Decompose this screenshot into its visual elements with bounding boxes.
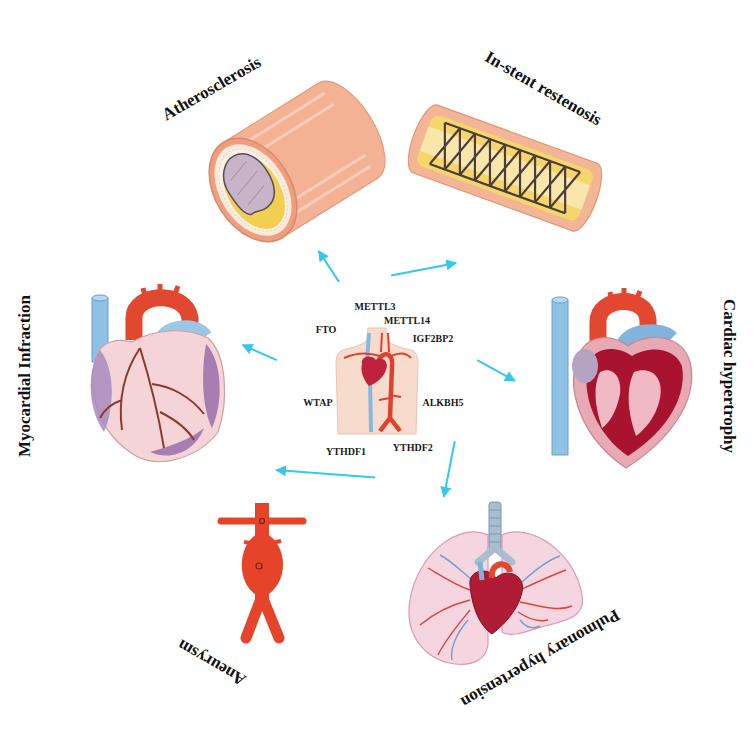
lung-heart-vein — [480, 562, 482, 580]
hub-circle: METTL3METTL14FTO IGF2BP2WTAP ALKBH5YTHDF1 Y… — [275, 274, 479, 478]
sector-wedge — [58, 451, 371, 748]
plaque — [210, 143, 298, 240]
flow-arrow — [391, 263, 456, 276]
gene-label: METTL3 — [354, 301, 395, 312]
disease-sector: Myocardial Infraction — [4, 188, 257, 564]
sector-wedge — [58, 4, 371, 301]
side-branches — [244, 541, 281, 545]
artery-lumen — [214, 145, 284, 220]
artery-intima — [205, 136, 302, 243]
sector-title: In-stent restenosis — [481, 48, 604, 130]
coronary-arteries — [100, 348, 204, 448]
atrium — [572, 349, 598, 383]
sector-outline — [53, 445, 379, 749]
gene-label: ALKBH5 — [422, 397, 463, 408]
flow-arrow — [477, 360, 515, 381]
flow-arrow — [243, 345, 277, 360]
torso — [336, 328, 418, 434]
gene-label: IGF2BP2 — [413, 333, 454, 344]
right-atrium — [91, 350, 112, 432]
sector-outline — [376, 445, 701, 749]
sector-title: Atherosclerosis — [159, 54, 264, 126]
aneurysm-illustration — [221, 503, 303, 638]
hypertrophy-heart — [552, 288, 692, 468]
sector-outline — [53, 3, 378, 307]
heart — [361, 357, 386, 386]
sector-outline — [4, 188, 257, 564]
disease-sector: Aneurysm — [53, 445, 379, 749]
bronchi — [478, 548, 512, 562]
hub-ring — [277, 276, 477, 476]
sector-title: Myocardial Infraction — [16, 295, 35, 457]
disease-sector: Cardiac hypertrophy — [497, 188, 750, 563]
lung-heart-aorta — [492, 564, 510, 578]
flow-arrow — [319, 251, 339, 282]
sector-wedge — [501, 195, 749, 557]
disease-sector: In-stent restenosis — [376, 3, 701, 307]
connector-group — [243, 251, 515, 497]
artery-illustration — [191, 69, 400, 257]
gene-label: METTL14 — [384, 315, 430, 326]
branch-arteries — [344, 333, 411, 400]
sector-outline — [497, 188, 750, 563]
vessel-wall — [402, 101, 609, 235]
sector-title: Pulmonary hypertension — [457, 605, 622, 711]
body-figure — [336, 328, 418, 434]
sector-title: Cardiac hypertrophy — [720, 299, 739, 453]
heart-body — [92, 331, 224, 462]
artery-media — [199, 130, 308, 250]
right-ventricle — [596, 370, 621, 428]
neointima — [415, 113, 595, 223]
left-ventricle — [629, 370, 661, 436]
sector-title: Aneurysm — [175, 635, 250, 689]
vena-cava-top — [552, 297, 568, 303]
vessel-orifice — [256, 563, 262, 569]
sector-outline — [376, 3, 701, 307]
gene-label: WTAP — [303, 397, 332, 408]
disease-sector: Pulmonary hypertension — [376, 445, 701, 749]
sector-wedge — [383, 4, 696, 301]
vena-cava-top — [92, 295, 108, 301]
infarct-heart — [91, 284, 225, 462]
trachea-rings — [489, 510, 501, 542]
pulmonary-veins — [440, 555, 560, 660]
gene-label: YTHDF2 — [393, 442, 433, 453]
sector-wedge — [5, 195, 253, 557]
sector-wedge — [383, 451, 696, 748]
flow-arrow — [276, 470, 375, 477]
disease-sector: Atherosclerosis — [53, 3, 378, 307]
gene-label: YTHDF1 — [326, 445, 366, 456]
stent-mesh — [430, 123, 580, 214]
aneurysm-bulge — [242, 532, 283, 598]
iliac-branches — [246, 596, 279, 638]
artery-cut-end — [191, 122, 315, 257]
vena-cava — [552, 300, 568, 455]
lung-heart — [470, 571, 523, 634]
stent-illustration — [402, 101, 609, 235]
trachea — [489, 502, 501, 550]
vessel-orifice — [260, 519, 265, 524]
lumen-texture — [225, 159, 271, 207]
thick-myocardium — [586, 349, 682, 456]
gene-label: FTO — [316, 324, 336, 335]
flow-arrow — [444, 441, 455, 496]
infarct-zone — [150, 344, 220, 456]
